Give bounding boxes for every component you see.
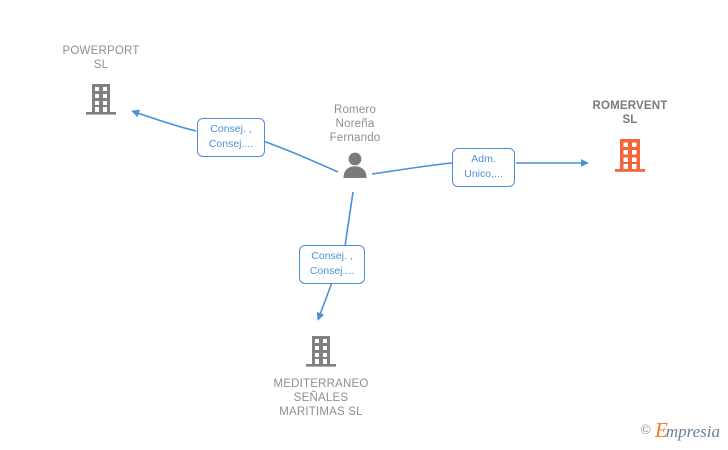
node-romervent-icon-wrap [575,137,685,173]
node-person[interactable]: Romero Noreña Fernando [300,103,410,178]
building-icon [86,84,116,115]
empresia-watermark: © Empresia [640,420,720,442]
node-person-label: Romero Noreña Fernando [329,104,381,144]
empresia-logo-initial: E [655,418,668,442]
copyright-icon: © [640,423,652,438]
edge-person-to-mediterraneo [316,191,354,321]
building-icon [306,336,336,367]
building-icon [615,139,645,172]
node-romervent-label: ROMERVENT SL [592,100,668,126]
node-mediterraneo-icon-wrap [251,334,391,368]
edge-label-person-mediterraneo[interactable]: Consej. , Consej.... [299,245,365,284]
node-powerport-label: POWERPORT SL [62,45,140,71]
node-romervent[interactable]: ROMERVENT SL [575,99,685,173]
node-person-icon-wrap [300,152,410,178]
node-mediterraneo[interactable]: MEDITERRANEO SEÑALES MARITIMAS SL [251,334,391,419]
empresia-logo-text: mpresia [665,422,720,441]
edge-person-to-romervent [371,159,589,175]
edge-label-person-powerport[interactable]: Consej. , Consej.... [197,118,265,157]
empresia-logo: Empresia [655,420,720,442]
person-icon [343,152,367,178]
node-powerport[interactable]: POWERPORT SL [46,44,156,116]
node-mediterraneo-label: MEDITERRANEO SEÑALES MARITIMAS SL [273,378,369,418]
node-powerport-icon-wrap [46,82,156,116]
edge-label-person-romervent[interactable]: Adm. Unico,... [452,148,515,187]
